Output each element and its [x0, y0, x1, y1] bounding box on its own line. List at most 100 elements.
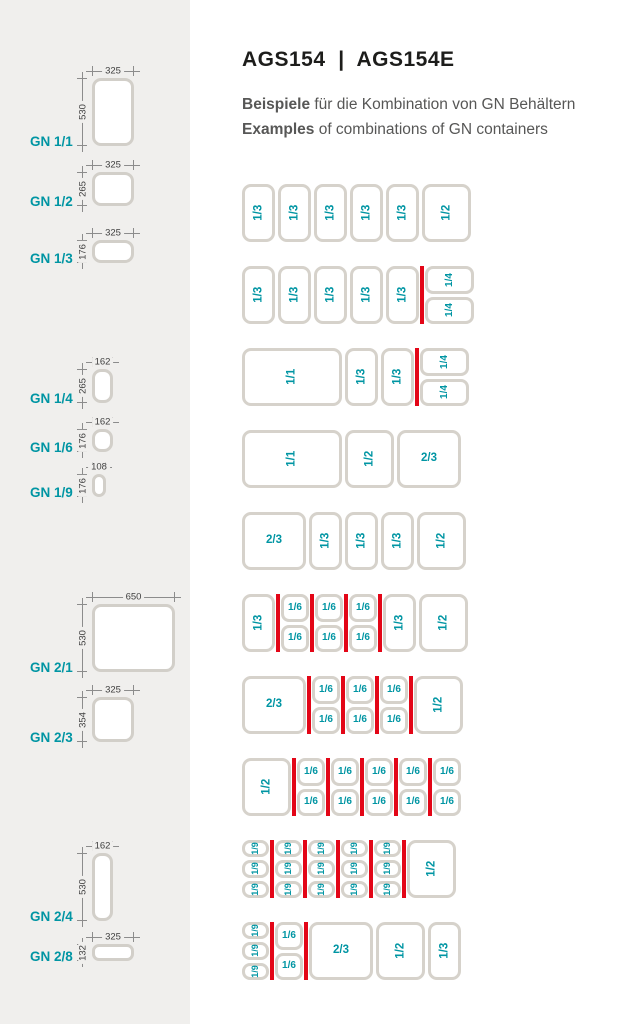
container-size-label: 1/9	[282, 842, 293, 855]
height-dimension-value: 530	[77, 876, 88, 898]
container-size-label: 1/9	[348, 862, 359, 876]
dim-tick	[77, 853, 87, 854]
container-size-label: 1/6	[372, 796, 386, 808]
container-size-label: 1/6	[406, 796, 420, 808]
gn-size-label: GN 2/3	[30, 730, 73, 745]
gn-container-1-3: 1/3	[383, 594, 416, 652]
container-size-label: 1/6	[387, 683, 401, 695]
gn-container-1-9: 1/9	[275, 860, 302, 878]
gn-container-1-6: 1/6	[433, 788, 461, 816]
container-size-label: 1/6	[406, 765, 420, 777]
gn-container-1-6: 1/6	[331, 788, 359, 816]
red-divider	[428, 758, 432, 816]
gn-container-1-3: 1/3	[242, 594, 275, 652]
red-divider	[303, 840, 307, 898]
gn-container-1-2: 1/2	[242, 758, 291, 816]
container-size-label: 1/6	[319, 683, 333, 695]
gn-container-1-3: 1/3	[242, 184, 275, 242]
dim-tick	[77, 697, 87, 698]
width-dimension-value: 650	[122, 592, 145, 602]
container-size-label: 1/3	[251, 615, 264, 631]
gn-container-1-9: 1/9	[275, 840, 302, 858]
gn-container-1-3: 1/3	[381, 512, 414, 570]
container-size-label: 1/4	[443, 303, 455, 318]
red-divider	[344, 594, 348, 652]
container-size-label: 1/4	[438, 354, 450, 369]
gn-container-1-2: 1/2	[376, 922, 425, 980]
gn-container-1-2: 1/2	[345, 430, 394, 488]
gn-container-2-3: 2/3	[309, 922, 373, 980]
container-size-label: 2/3	[421, 452, 437, 465]
container-size-label: 1/4	[443, 272, 455, 287]
width-dimension-value: 325	[102, 160, 124, 170]
gn-container-1-6: 1/6	[380, 706, 408, 734]
gn-container-1-3: 1/3	[428, 922, 461, 980]
gn-container-1-3: 1/3	[345, 512, 378, 570]
height-dimension: 176	[76, 234, 88, 269]
gn-size-label: GN 1/3	[30, 251, 73, 266]
container-size-label: 1/2	[436, 615, 449, 631]
red-divider	[394, 758, 398, 816]
dim-tick	[77, 496, 87, 497]
subtitle-german-lead: Beispiele	[242, 96, 311, 113]
container-size-label: 1/6	[440, 765, 454, 777]
gn-container-1-6: 1/6	[315, 594, 343, 622]
width-dimension: 325	[86, 65, 140, 77]
gn-container-1-6: 1/6	[399, 788, 427, 816]
gn-container-outline	[92, 604, 175, 672]
container-size-label: 2/3	[266, 534, 282, 547]
dim-tick	[133, 685, 134, 695]
container-size-label: 1/9	[249, 862, 260, 876]
container-size-label: 1/2	[431, 697, 444, 713]
container-size-label: 1/9	[315, 883, 326, 896]
width-dimension-value: 162	[91, 357, 114, 367]
dim-tick	[133, 66, 134, 76]
gn-container-1-6: 1/6	[349, 624, 377, 652]
height-dimension-value: 265	[77, 375, 88, 397]
width-dimension-value: 325	[102, 228, 124, 238]
container-size-label: 1/9	[249, 924, 260, 937]
gn-size-label: GN 2/8	[30, 949, 73, 964]
width-dimension: 162	[86, 840, 119, 852]
height-dimension: 530	[76, 598, 88, 678]
dim-tick	[77, 78, 87, 79]
red-divider	[378, 594, 382, 652]
gn-container-1-9: 1/9	[374, 880, 401, 898]
container-size-label: 1/2	[362, 451, 375, 467]
width-dimension: 325	[86, 684, 140, 696]
dim-tick	[77, 741, 87, 742]
container-size-label: 1/3	[392, 615, 405, 631]
gn-container-1-9: 1/9	[242, 962, 269, 980]
container-size-label: 1/3	[323, 287, 336, 303]
gn-container-1-6: 1/6	[349, 594, 377, 622]
red-divider	[409, 676, 413, 734]
container-size-label: 1/6	[338, 796, 352, 808]
container-size-label: 1/3	[251, 287, 264, 303]
red-divider	[270, 922, 274, 980]
gn-container-1-3: 1/3	[381, 348, 414, 406]
container-size-label: 1/1	[285, 369, 298, 385]
gn-container-1-9: 1/9	[308, 840, 335, 858]
gn-container-1-6: 1/6	[312, 676, 340, 704]
gn-container-1-1: 1/1	[242, 348, 342, 406]
width-dimension: 650	[86, 591, 181, 603]
container-size-label: 1/6	[356, 632, 370, 644]
container-size-label: 1/3	[251, 205, 264, 221]
container-size-label: 1/4	[438, 385, 450, 400]
dim-tick	[77, 145, 87, 146]
height-dimension: 176	[76, 423, 88, 458]
gn-container-1-9: 1/9	[275, 880, 302, 898]
gn-container-1-9: 1/9	[242, 880, 269, 898]
